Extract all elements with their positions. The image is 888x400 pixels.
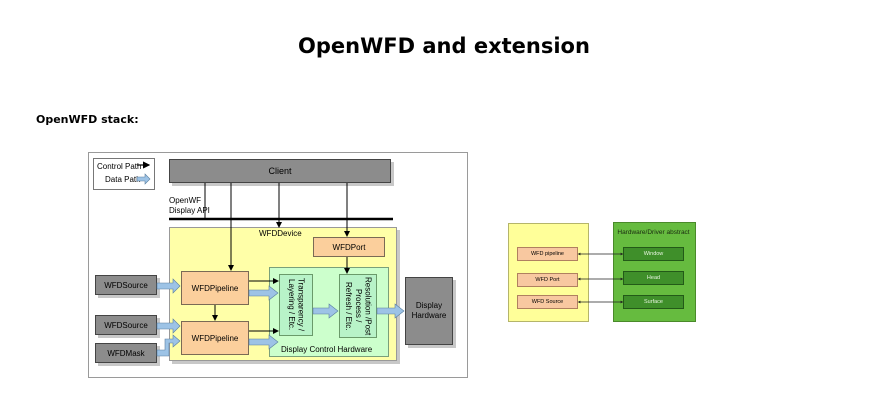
- post-stage-box: Resolution /Post Process / Refresh / Etc…: [339, 274, 377, 338]
- data-arrow-mask: [156, 334, 181, 357]
- hw-item-head: Head: [623, 271, 684, 285]
- data-arrow-pipeline-1: [248, 285, 279, 301]
- blend-stage-label: Transparency / Layering / Etc.: [287, 278, 306, 332]
- display-hardware-label: Display Hardware: [411, 301, 447, 320]
- hw-header: Hardware/Driver abstract: [617, 229, 690, 237]
- wfd-item-port: WFD Port: [517, 273, 578, 287]
- data-arrow-display: [376, 303, 405, 319]
- wfd-port-box: WFDPort: [313, 237, 385, 257]
- wfd-source-box-2: WFDSource: [95, 315, 157, 335]
- wfd-source-box-1: WFDSource: [95, 275, 157, 295]
- legend-data-path: Data Path: [105, 175, 141, 184]
- wfd-item-pipeline: WFD pipeline: [517, 247, 578, 261]
- display-hardware-box: Display Hardware: [405, 277, 453, 345]
- openwfd-stack-diagram: Control Path Data Path Client OpenWF Dis…: [88, 152, 468, 378]
- wfd-pipeline-box-2: WFDPipeline: [181, 321, 249, 355]
- wfd-device-label: WFDDevice: [259, 229, 302, 238]
- wfd-pipeline-box-1: WFDPipeline: [181, 271, 249, 305]
- hw-item-window: Window: [623, 247, 684, 261]
- data-arrow-source-1: [156, 278, 181, 294]
- hw-item-surface: Surface: [623, 295, 684, 309]
- api-label-line1: OpenWF: [169, 196, 202, 205]
- wfd-mask-box: WFDMask: [95, 343, 157, 363]
- blend-stage-box: Transparency / Layering / Etc.: [279, 274, 313, 336]
- page-title: OpenWFD and extension: [298, 34, 590, 58]
- data-arrow-blend-post: [312, 303, 339, 319]
- client-box: Client: [169, 159, 391, 183]
- legend-data-arrow: [136, 173, 151, 185]
- data-arrow-source-2: [156, 318, 181, 334]
- wfd-item-source: WFD Source: [517, 295, 578, 309]
- api-label-line2: Display API: [169, 206, 210, 215]
- section-heading: OpenWFD stack:: [36, 113, 139, 126]
- data-arrow-pipeline-2: [248, 334, 279, 350]
- mapping-diagram: Hardware/Driver abstract WFD pipeline WF…: [508, 222, 696, 322]
- control-hardware-label: Display Control Hardware: [281, 345, 373, 354]
- mapping-connectors: [577, 252, 624, 304]
- post-stage-label: Resolution /Post Process / Refresh / Etc…: [344, 276, 373, 336]
- connector-arrows: [136, 161, 405, 357]
- legend-control-path: Control Path: [97, 162, 142, 171]
